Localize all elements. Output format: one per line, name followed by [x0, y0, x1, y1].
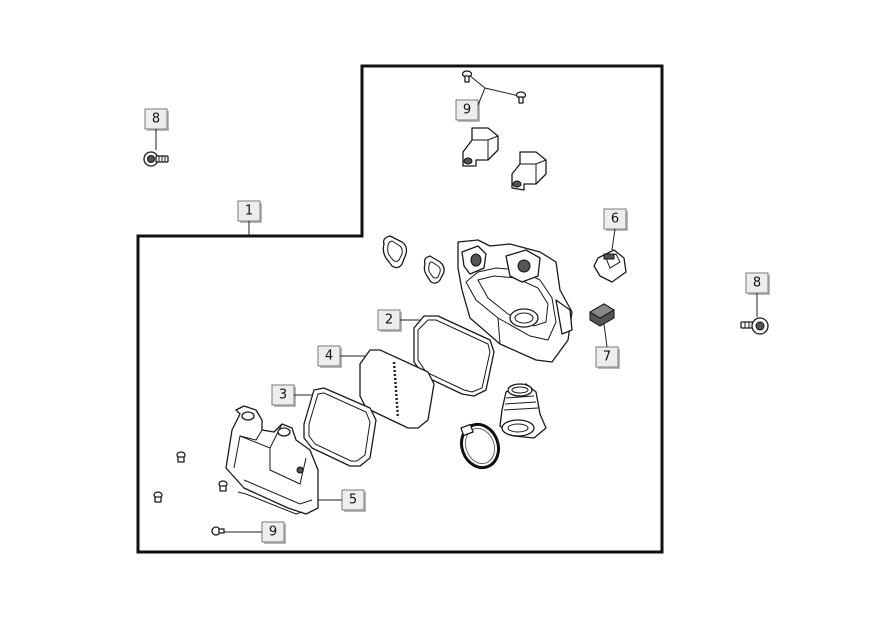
callout-9-top-label: 9 — [463, 103, 471, 118]
callout-8-left[interactable]: 8 — [144, 108, 169, 150]
flange-bolt-icon[interactable] — [740, 317, 769, 335]
callout-3-label: 3 — [279, 388, 287, 403]
callout-8-right-label: 8 — [753, 276, 761, 291]
filter-mesh-icon[interactable] — [359, 349, 435, 429]
seal-gasket-icon[interactable] — [423, 255, 445, 284]
seal-gasket-icon[interactable] — [382, 235, 408, 269]
callout-9-bottom[interactable]: 9 — [222, 521, 286, 544]
mounting-bracket-icon[interactable] — [511, 151, 547, 191]
callout-5-label: 5 — [349, 493, 357, 508]
callout-4[interactable]: 4 — [317, 345, 370, 368]
callout-9-top[interactable]: 9 — [455, 74, 520, 122]
callout-2-label: 2 — [385, 313, 393, 328]
callout-8-left-label: 8 — [152, 112, 160, 127]
callout-5[interactable]: 5 — [318, 489, 366, 512]
screw-icon[interactable] — [461, 70, 473, 83]
callout-9-bottom-label: 9 — [269, 525, 277, 540]
screw-icon[interactable] — [176, 451, 186, 463]
mounting-bracket-icon[interactable] — [462, 127, 499, 167]
screw-icon[interactable] — [211, 526, 225, 536]
callout-8-right[interactable]: 8 — [745, 272, 770, 317]
callout-7-label: 7 — [603, 350, 611, 365]
hose-clamp-icon[interactable] — [456, 419, 505, 473]
flange-bolt-icon[interactable] — [143, 151, 169, 167]
callout-4-label: 4 — [325, 349, 333, 364]
callout-1-label: 1 — [245, 204, 253, 219]
connector-icon[interactable] — [589, 303, 615, 327]
screw-icon[interactable] — [515, 91, 527, 104]
air-box-housing-icon[interactable] — [457, 239, 573, 363]
callout-6-label: 6 — [611, 212, 619, 227]
hose-coupler-icon[interactable] — [499, 383, 547, 439]
callout-2[interactable]: 2 — [377, 309, 424, 332]
filter-cover-icon[interactable] — [225, 405, 319, 515]
cover-seal-icon[interactable] — [303, 387, 377, 467]
screw-icon[interactable] — [153, 491, 163, 503]
assembly-boundary — [136, 64, 664, 554]
callout-3[interactable]: 3 — [271, 384, 316, 407]
callout-1[interactable]: 1 — [237, 200, 262, 236]
callout-7[interactable]: 7 — [595, 323, 620, 369]
sensor-icon[interactable] — [593, 249, 627, 283]
callout-6[interactable]: 6 — [603, 208, 628, 251]
screw-icon[interactable] — [218, 480, 228, 492]
